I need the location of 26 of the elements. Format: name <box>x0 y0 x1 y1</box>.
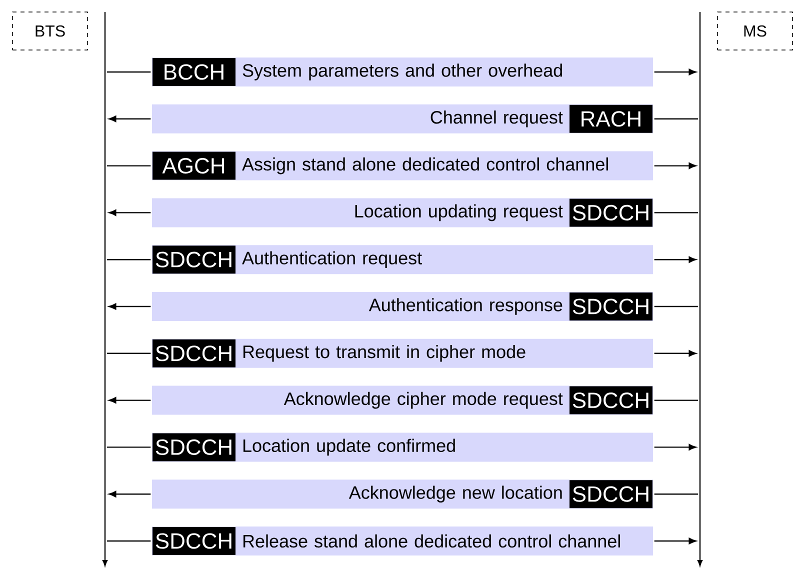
channel-tag: SDCCH <box>570 198 652 227</box>
arrow <box>654 256 696 263</box>
channel-tag: BCCH <box>152 58 236 86</box>
arrow <box>108 397 151 404</box>
arrow <box>108 116 151 122</box>
arrow <box>108 303 151 310</box>
arrow <box>654 162 696 169</box>
channel-tag: SDCCH <box>570 480 652 508</box>
channel-tag: AGCH <box>152 152 236 180</box>
channel-tag: SDCCH <box>570 292 652 320</box>
arrow <box>108 490 151 498</box>
channel-tag: SDCCH <box>152 246 236 274</box>
channel-tag: SDCCH <box>152 339 236 368</box>
actor-box: BTS <box>12 12 88 50</box>
channel-tag: SDCCH <box>152 433 236 462</box>
arrow <box>654 68 696 76</box>
arrow <box>654 444 696 450</box>
arrow <box>654 538 696 544</box>
arrow <box>108 210 151 216</box>
lifeline <box>697 12 703 566</box>
lifeline <box>102 12 108 566</box>
channel-tag: RACH <box>570 104 652 133</box>
channel-tag: SDCCH <box>570 386 652 414</box>
channel-tag: SDCCH <box>152 527 236 555</box>
actor-box: MS <box>717 12 793 50</box>
arrow <box>654 350 696 357</box>
